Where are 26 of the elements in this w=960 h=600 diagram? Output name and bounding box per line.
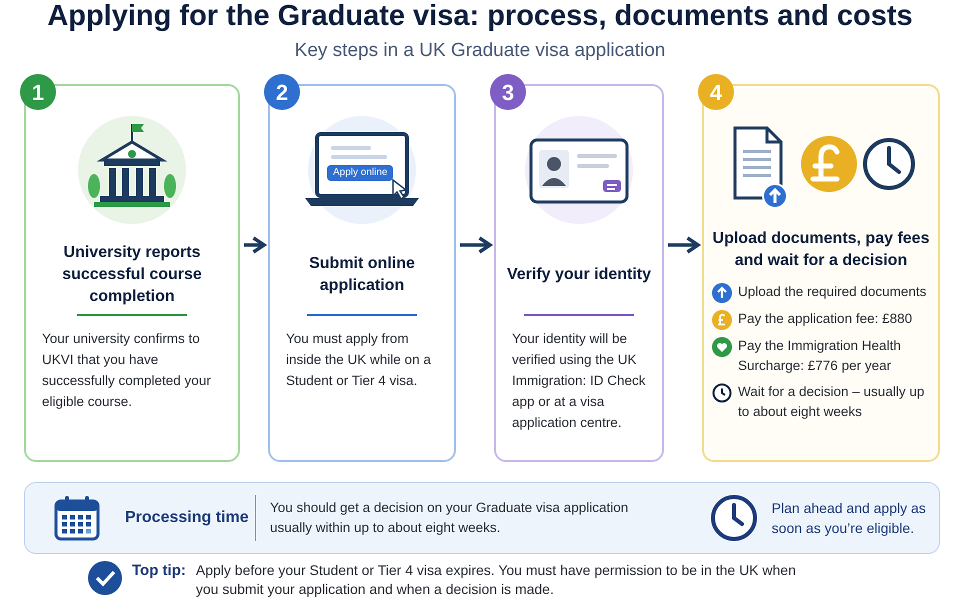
step-number-badge: 2 xyxy=(264,74,300,110)
arrow xyxy=(244,236,266,254)
tip-label: Top tip: xyxy=(132,561,186,580)
step-heading: Verify your identity xyxy=(506,265,652,285)
button-label: Apply online xyxy=(327,165,394,181)
panel-text: You should get a decision on your Graduate visa application usually within up to about eight weeks. xyxy=(270,499,630,537)
step-description: Your university confirms to UKVI that you have successfully completed your eligible course. xyxy=(42,330,212,411)
checklist-item: Pay the application fee: £880 xyxy=(738,310,912,328)
tip-text: Plan ahead and apply as soon as you’re eligible. xyxy=(772,499,927,538)
info-panel xyxy=(24,482,940,554)
step-description: You must apply from inside the UK while on a Student or Tier 4 visa. xyxy=(286,330,432,390)
step-heading: Submit online application xyxy=(308,254,416,296)
checklist-item: Wait for a decision – usually up to about eight weeks xyxy=(738,383,926,421)
subtitle: Key steps in a UK Graduate visa application xyxy=(294,39,666,63)
arrow xyxy=(668,236,700,254)
checklist-item: Upload the required documents xyxy=(738,283,926,301)
title: Applying for the Graduate visa: process, documents and costs xyxy=(46,0,914,34)
step-description: Your identity will be verified using the UK Immigration: ID Check app or at a visa application centre. xyxy=(512,330,646,432)
arrow xyxy=(460,236,492,254)
step-number-badge: 1 xyxy=(20,74,56,110)
step-number-badge: 4 xyxy=(698,74,734,110)
step-heading: Upload documents, pay fees and wait for a decision xyxy=(712,229,930,271)
tip-text: Apply before your Student or Tier 4 visa expires. You must have permission to be in the UK when you submit your application and when a decision is made. xyxy=(196,561,796,599)
step-heading: University reports successful course completion xyxy=(61,243,203,307)
step-number-badge: 3 xyxy=(490,74,526,110)
checklist-item: Pay the Immigration Health Surcharge: £776 per year xyxy=(738,337,902,375)
